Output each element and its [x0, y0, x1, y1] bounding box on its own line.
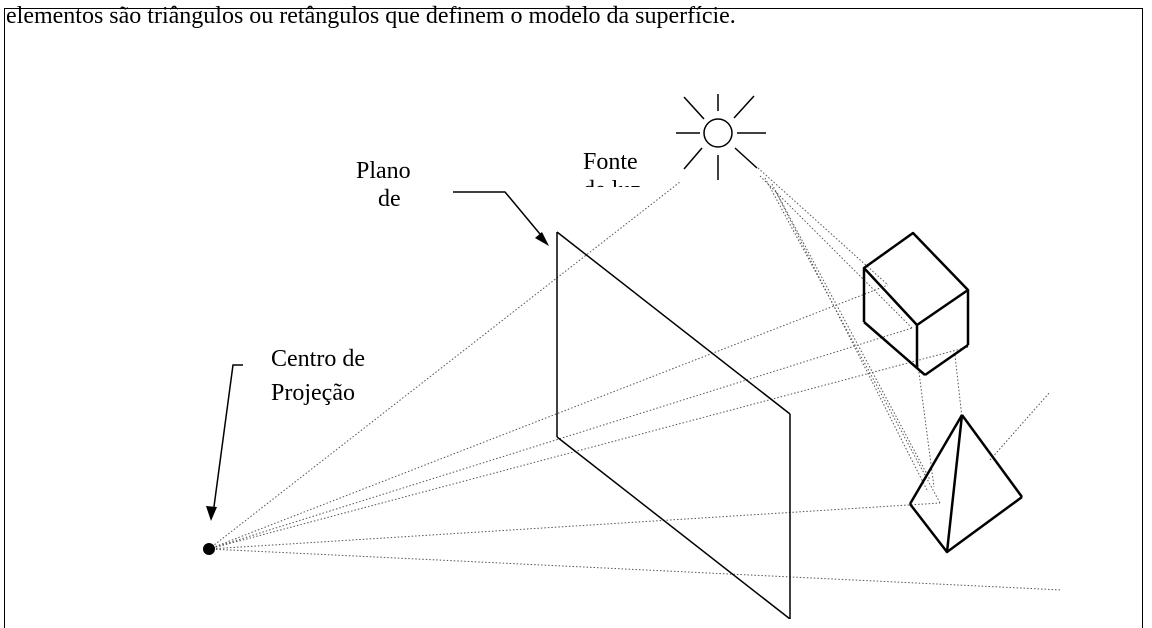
shadow-link-1 [954, 354, 963, 419]
pyramid-object [908, 414, 1024, 554]
ray-to-pyramid-top [208, 502, 941, 550]
center-label-line-1: Centro de [271, 346, 365, 372]
light-source-label: Fonte de luz [583, 151, 679, 187]
center-label-line-2: Projeção [271, 380, 355, 406]
light-ray-3 [764, 177, 941, 504]
cube-object [862, 231, 970, 377]
ray-beyond-pyramid [989, 391, 1051, 461]
plane-label-line-2: de [378, 186, 401, 212]
plane-arrowhead [535, 232, 549, 246]
plane-label-line-1: Plano [356, 158, 411, 184]
light-ray-1 [757, 167, 889, 286]
projection-plane [556, 231, 791, 619]
projection-rays [208, 167, 1063, 591]
center-arrowhead [206, 506, 217, 521]
ray-to-cube-top [208, 284, 889, 550]
figure-frame [4, 8, 1143, 628]
plane-label: Plano de [356, 157, 476, 218]
light-ray-2 [759, 175, 913, 329]
center-pointer-arrow [212, 364, 243, 515]
light-label-line-1: Fonte [583, 151, 638, 175]
plane-pointer-arrow [453, 191, 546, 241]
light-ray-4 [771, 183, 931, 481]
light-ray-5 [775, 191, 929, 493]
projection-center-point [203, 543, 215, 555]
light-label-line-2: de luz [583, 176, 679, 187]
ray-to-pyramid-base [208, 548, 1063, 591]
ray-to-cube-corner [208, 346, 969, 550]
document-intro-text: elementos são triângulos ou retângulos q… [6, 3, 736, 29]
ray-to-cube-mid [208, 327, 913, 550]
ray-to-light [208, 181, 681, 550]
sun-icon [676, 94, 766, 180]
projection-center-label: Centro de Projeção [271, 345, 411, 411]
